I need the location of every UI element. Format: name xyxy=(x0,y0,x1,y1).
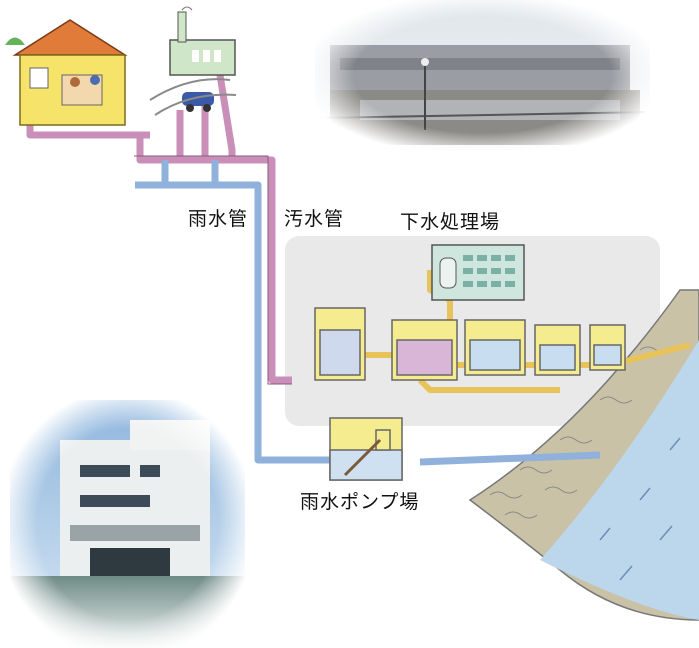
control-building-icon xyxy=(431,244,525,301)
treatment-plant-label: 下水処理場 xyxy=(400,211,501,233)
road-lines xyxy=(149,78,237,116)
sewage-pipe-label: 汚水管 xyxy=(284,208,345,230)
sewage-pipe-outline xyxy=(134,155,292,385)
rain-pump-station-label: 雨水ポンプ場 xyxy=(300,491,420,513)
house-icon xyxy=(5,19,128,126)
pump-station-photo xyxy=(10,400,245,648)
treatment-plant-photo xyxy=(315,0,651,150)
treatment-tank-icon xyxy=(314,307,626,381)
pump-tank-icon xyxy=(329,417,403,481)
rain-pipe-label: 雨水管 xyxy=(188,208,249,230)
rain-pipes xyxy=(135,160,601,466)
sewage-pipes xyxy=(26,74,292,384)
factory-icon xyxy=(169,6,236,76)
